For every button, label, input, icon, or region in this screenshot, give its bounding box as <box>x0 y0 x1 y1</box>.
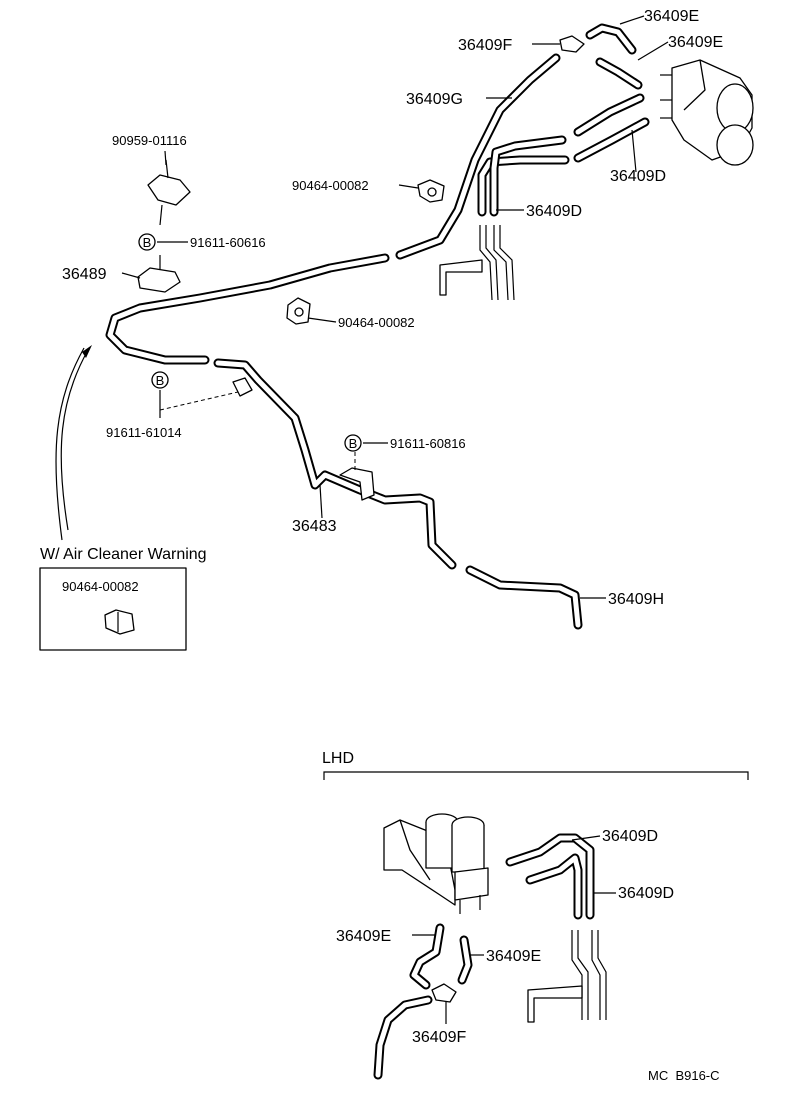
bolt-symbol-91611-61014: B <box>151 371 169 389</box>
main-diagram: B B B 36409 <box>55 8 754 630</box>
lhd-vsv-valve-unit <box>383 813 489 914</box>
bolt-letter: B <box>143 235 152 250</box>
bracket-36489 <box>137 255 181 293</box>
label-36489: 36489 <box>62 266 107 283</box>
lhd-hose-to-pipe <box>373 995 433 1080</box>
hose-36409E-lower <box>595 57 643 90</box>
lhd-label-36409E-right: 36409E <box>486 948 541 965</box>
label-36409E-upper: 36409E <box>644 8 699 25</box>
lhd-hose-36409E-right <box>457 935 473 985</box>
clamp-90464-lower <box>286 297 311 325</box>
lhd-leader-lines <box>412 835 616 1024</box>
lhd-hose-36409D-upper <box>505 833 607 1023</box>
bolt-letter: B <box>156 373 165 388</box>
vsv-valve-unit <box>660 59 754 166</box>
lhd-label-36409E-left: 36409E <box>336 928 391 945</box>
bolt-letter: B <box>349 436 358 451</box>
figure-code: MC B916-C <box>648 1068 720 1083</box>
label-36409H: 36409H <box>608 591 664 608</box>
clamp-90464-upper <box>417 179 445 203</box>
pipe-group-right <box>439 135 570 301</box>
label-36409E-lower: 36409E <box>668 34 723 51</box>
bracket-36483 <box>339 452 375 501</box>
lhd-hose-36409E-left <box>409 923 445 990</box>
lhd-label-36409F: 36409F <box>412 1029 466 1046</box>
clip-lower-left <box>159 377 253 411</box>
label-36409G: 36409G <box>406 91 463 108</box>
lhd-connector-36409F <box>431 983 457 1003</box>
hose-36409G <box>395 53 561 260</box>
label-91611-60616: 91611-60616 <box>190 235 266 250</box>
hose-36409D-upper <box>573 93 650 163</box>
lhd-labels: 36409D 36409D 36409E 36409E 36409F <box>336 828 674 1046</box>
label-36409F: 36409F <box>458 37 512 54</box>
leader-lines <box>121 15 669 599</box>
label-91611-60816: 91611-60816 <box>390 436 466 451</box>
bolt-symbol-91611-60816: B <box>344 434 362 452</box>
label-36409D-right: 36409D <box>610 168 666 185</box>
inset-part-label: 90464-00082 <box>62 579 139 594</box>
main-vacuum-pipe <box>105 253 457 570</box>
air-cleaner-warning-inset: W/ Air Cleaner Warning 90464-00082 <box>39 546 207 651</box>
lhd-label-36409D-upper: 36409D <box>602 828 658 845</box>
hose-36409E-upper <box>585 23 637 55</box>
main-labels: 36409E 36409E 36409F 36409G 36409D 36409… <box>62 8 723 608</box>
lhd-title: LHD <box>322 750 354 767</box>
inset-clamp-icon <box>104 609 135 635</box>
label-36409D-center: 36409D <box>526 203 582 220</box>
label-90464-00082-lower: 90464-00082 <box>338 315 415 330</box>
inset-pointer-arrow <box>55 345 92 541</box>
lhd-section: LHD <box>322 750 749 1080</box>
hose-36409H <box>465 565 583 630</box>
label-90464-00082-upper: 90464-00082 <box>292 178 369 193</box>
lhd-label-36409D-lower: 36409D <box>618 885 674 902</box>
label-90959-01116: 90959-01116 <box>112 133 187 148</box>
bracket-90959 <box>147 159 191 226</box>
connector-36409F <box>559 35 585 53</box>
label-36483: 36483 <box>292 518 337 535</box>
bolt-symbol-91611-60616: B <box>138 233 156 251</box>
label-91611-61014: 91611-61014 <box>106 425 182 440</box>
inset-title: W/ Air Cleaner Warning <box>40 546 207 563</box>
